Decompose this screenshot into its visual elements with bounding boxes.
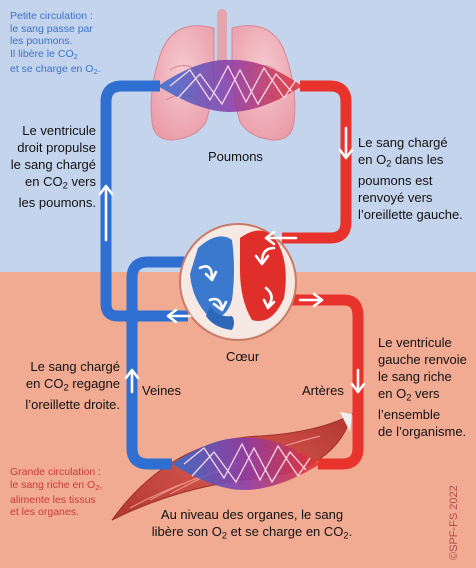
heart-illustration [179,223,297,341]
arteries-label: Artères [302,383,344,398]
caption-line: de l’organisme. [378,424,467,440]
large-circulation-note: Grande circulation : le sang riche en O2… [10,466,102,519]
caption-line: les poumons. [18,195,96,211]
caption-text: dans les [391,152,444,167]
note-line: alimente les tissus [10,493,96,506]
caption-line: droit propulse [17,140,96,155]
note-line: le sang passe par [10,22,93,35]
note-text: Il libère le CO [10,47,74,60]
caption-line: en CO2 vers [6,173,96,194]
note-line: les poumons. [10,35,73,47]
caption-text: vers [67,174,96,189]
caption-text: . [348,524,353,539]
caption-line: gauche renvoie [378,352,467,367]
note-line: Il libère le CO2 [10,48,101,63]
subscript: 2 [73,51,78,61]
caption-text: en O [358,152,387,167]
organ-capillaries [172,437,320,490]
note-text: le sang riche en O [10,478,96,491]
caption-text: en CO [25,174,63,189]
caption-line: Le ventricule [378,335,452,350]
caption-line: poumons est [358,173,433,189]
heart-label: Cœur [226,349,260,364]
caption-text: libère son O [151,524,222,539]
caption-text: en CO [25,376,64,391]
note-line: Petite circulation : [10,10,93,22]
flow-arrows [98,126,366,394]
subscript: 2 [63,382,69,393]
copyright-text: ©SPF-FS 2022 [448,485,460,560]
caption-line: libère son O2 et se charge en CO2. [142,523,362,544]
caption-line: l’oreillette droite. [25,397,120,413]
subscript: 2 [62,180,68,191]
lung-capillaries [158,59,302,112]
caption-line: Le sang chargé [358,135,448,150]
veins-label: Veines [142,383,182,398]
caption-text: et se charge en CO [227,524,344,539]
note-text: et se charge en O [10,62,94,75]
note-text: , [99,478,103,491]
note-line: le sang riche en O2, [10,479,102,494]
vein-return-caption: Le sang chargé en CO2 regagne l’oreillet… [4,358,120,413]
small-circulation-note: Petite circulation : le sang passe par l… [10,10,101,78]
caption-line: le sang riche [378,369,452,384]
note-line: et les organes. [10,506,79,519]
subscript: 2 [343,530,349,541]
subscript: 2 [93,66,98,76]
organs-caption: Au niveau des organes, le sang libère so… [142,506,362,544]
subscript: 2 [386,158,392,169]
caption-line: Le ventricule [22,123,96,138]
caption-line: Le sang chargé [30,359,120,374]
right-ventricle-caption: Le ventricule droit propulse le sang cha… [6,122,96,211]
caption-line: renvoyé vers [358,190,433,206]
caption-line: en O2 vers [378,385,474,406]
note-line: Grande circulation : [10,466,102,478]
left-ventricle-caption: Le ventricule gauche renvoie le sang ric… [378,334,474,440]
caption-line: l’ensemble [378,407,441,423]
caption-line: l’oreillette gauche. [358,207,463,223]
caption-text: en O [378,386,407,401]
caption-text: vers [411,386,440,401]
note-line: et se charge en O2. [10,63,101,78]
caption-line: Au niveau des organes, le sang [160,507,344,522]
caption-line: le sang chargé [10,157,96,172]
caption-text: regagne [68,376,120,391]
subscript: 2 [95,482,100,492]
subscript: 2 [406,392,412,403]
lungs-label: Poumons [208,149,263,164]
caption-line: en O2 dans les [358,151,474,172]
subscript: 2 [221,530,228,541]
lungs-illustration [150,9,296,141]
lungs-return-caption: Le sang chargé en O2 dans les poumons es… [358,134,474,223]
caption-line: en CO2 regagne [4,375,120,396]
note-text: . [97,62,101,75]
